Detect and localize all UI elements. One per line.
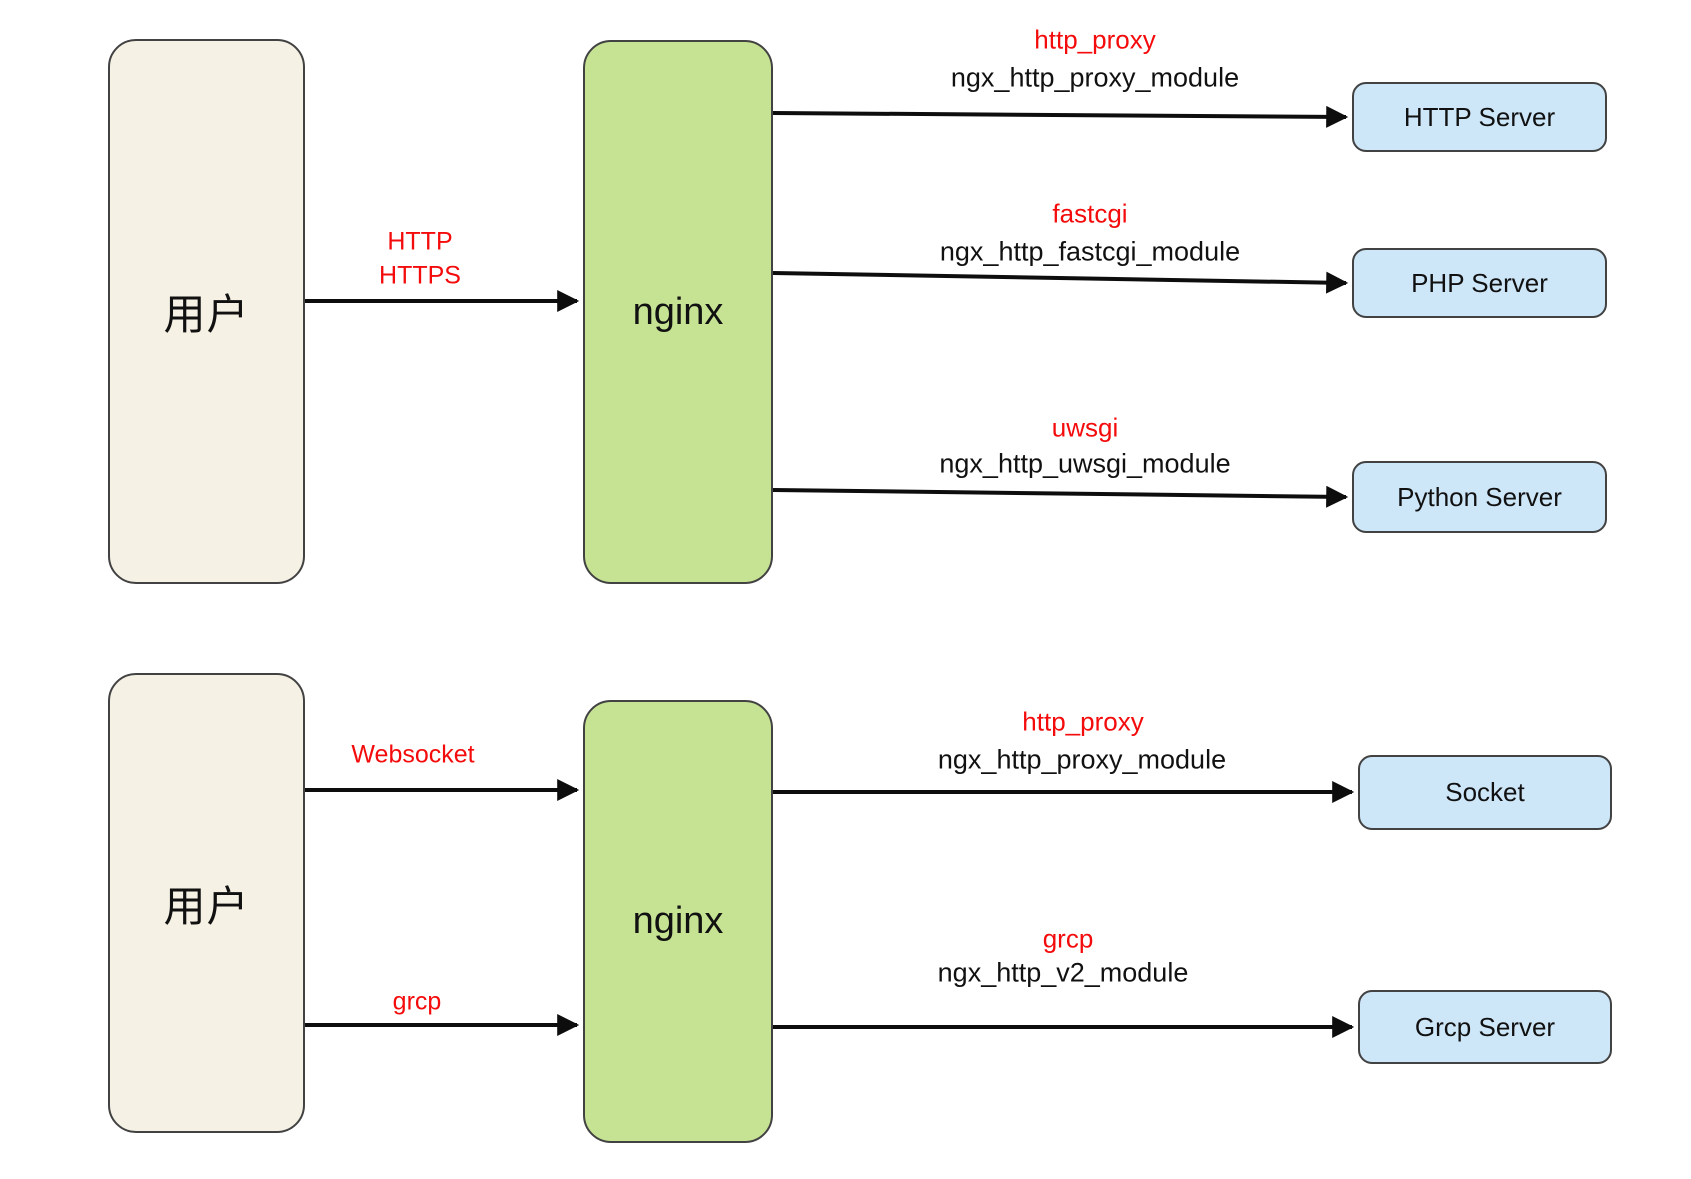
user-label-bottom: 用户 — [163, 882, 250, 930]
grcp-server-label: Grcp Server — [1414, 1011, 1556, 1042]
edge-module-http-proxy-bottom: ngx_http_proxy_module — [937, 744, 1227, 775]
edge-module-http-proxy-top: ngx_http_proxy_module — [950, 62, 1240, 93]
edge-protocol-http-proxy-top: http_proxy — [1034, 24, 1156, 55]
edge-protocol-fastcgi: fastcgi — [1052, 198, 1128, 229]
nginx-label-bottom: nginx — [632, 900, 724, 942]
http-server-label: HTTP Server — [1403, 101, 1556, 132]
edge-module-uwsgi: ngx_http_uwsgi_module — [939, 448, 1231, 479]
edge-protocol-uwsgi: uwsgi — [1051, 412, 1119, 443]
http-server-box: HTTP Server — [1352, 82, 1607, 152]
edge-label-grcp-left: grcp — [392, 987, 442, 1016]
arrow-nginx-to-php-server — [772, 271, 1349, 294]
user-box-bottom: 用户 — [108, 673, 305, 1133]
socket-label: Socket — [1445, 777, 1525, 807]
user-box-top: 用户 — [108, 39, 305, 584]
python-server-label: Python Server — [1397, 481, 1562, 512]
edge-protocol-grcp: grcp — [1042, 923, 1094, 954]
user-label-top: 用户 — [163, 291, 250, 338]
arrow-nginx-to-http-server — [772, 105, 1349, 128]
edge-module-http-v2: ngx_http_v2_module — [937, 957, 1189, 988]
edge-label-websocket: Websocket — [351, 740, 475, 769]
edge-protocol-http-proxy-bottom: http_proxy — [1022, 706, 1144, 737]
nginx-box-top: nginx — [583, 40, 773, 584]
arrow-nginx-to-python-server — [772, 485, 1349, 508]
php-server-box: PHP Server — [1352, 248, 1607, 318]
socket-box: Socket — [1358, 755, 1612, 830]
grcp-server-box: Grcp Server — [1358, 990, 1612, 1064]
php-server-label: PHP Server — [1411, 267, 1548, 298]
edge-module-fastcgi: ngx_http_fastcgi_module — [939, 236, 1241, 267]
nginx-label-top: nginx — [632, 290, 724, 333]
python-server-box: Python Server — [1352, 461, 1607, 533]
nginx-box-bottom: nginx — [583, 700, 773, 1143]
edge-label-https: HTTPS — [379, 261, 461, 290]
edge-label-http: HTTP — [387, 227, 453, 256]
